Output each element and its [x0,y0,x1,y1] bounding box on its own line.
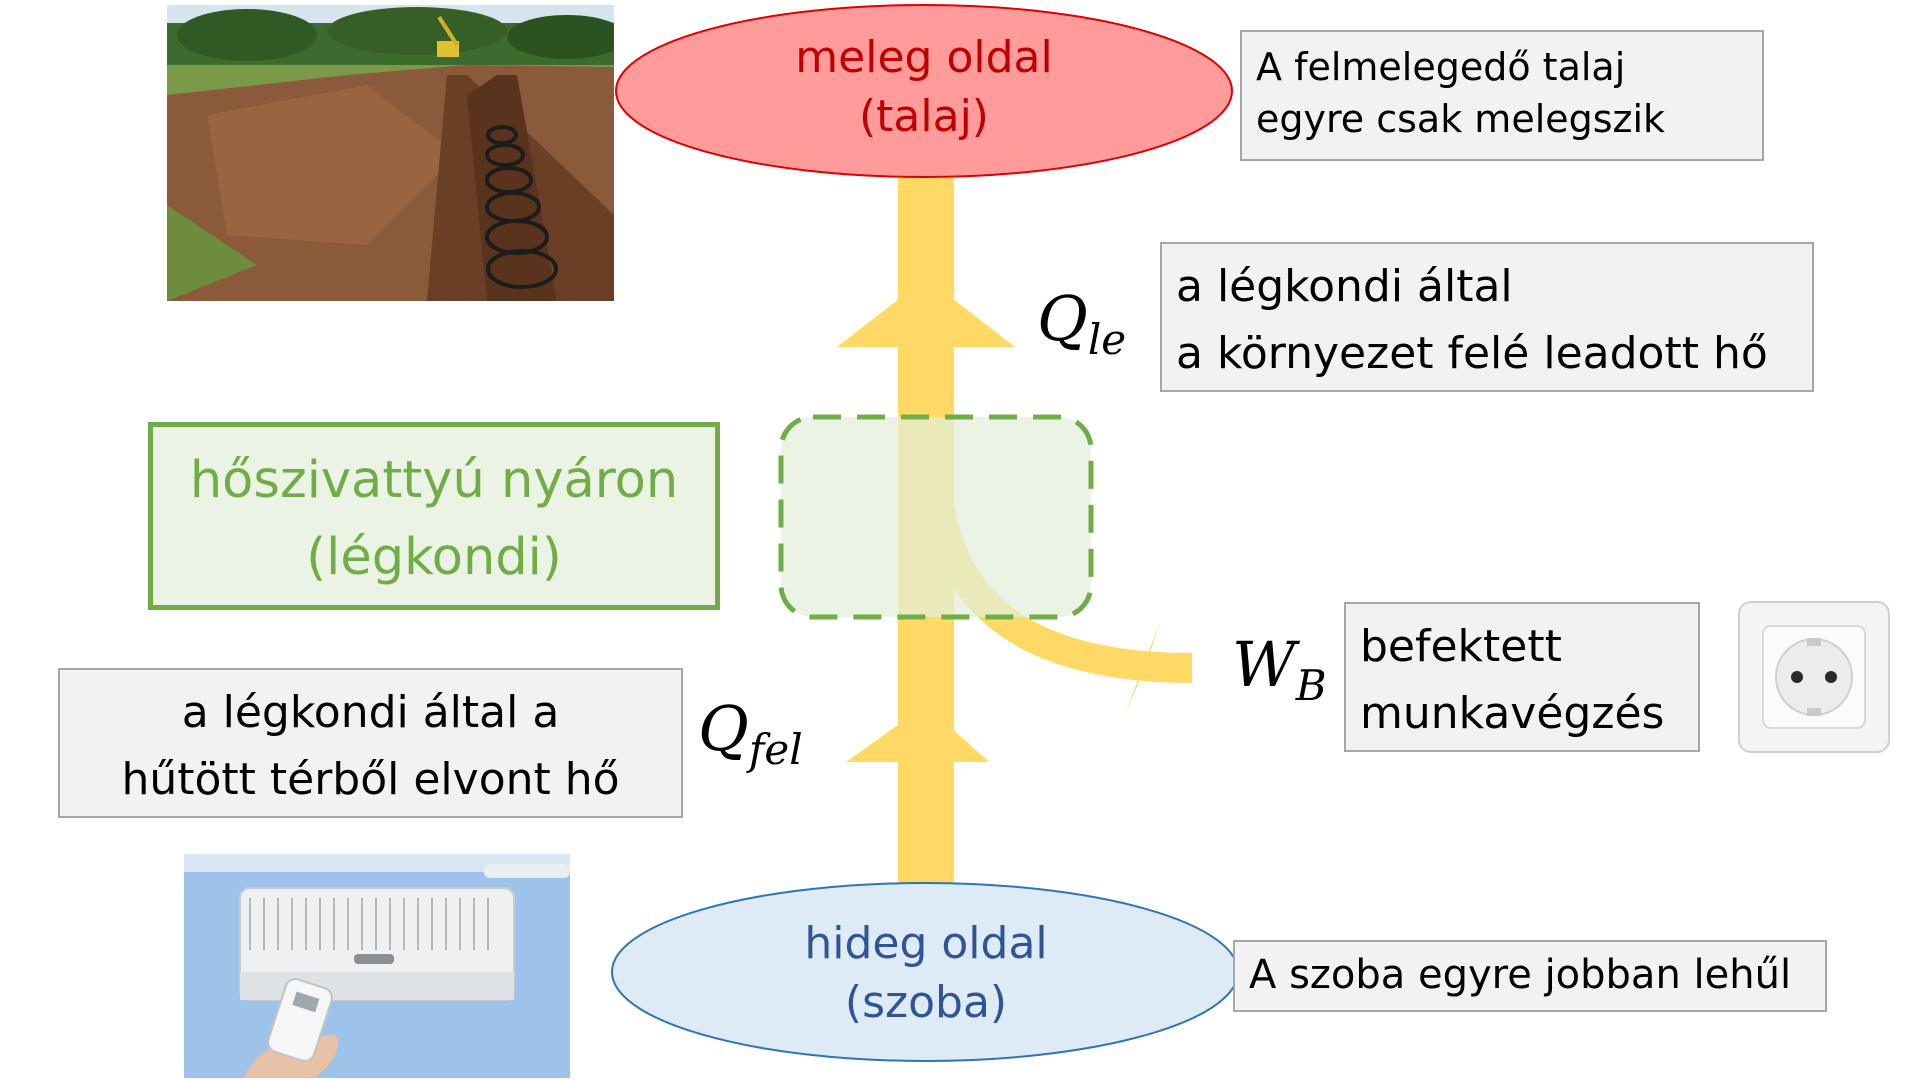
q-le-description-line-2: a környezet felé leadott hő [1176,327,1768,379]
heat-pump-device-box [778,414,1094,620]
q-fel-description-line-1: a légkondi által a [181,687,560,738]
cold-side-note-box: A szoba egyre jobban lehűl [1233,940,1827,1012]
trench-photo [167,5,614,301]
q-fel-description-box: a légkondi által a hűtött térből elvont … [58,668,683,818]
q-le-arrowhead [837,278,1015,347]
cold-side-title: hideg oldal [804,918,1048,969]
q-le-symbol-letter: Q [1037,282,1088,355]
w-b-symbol: WB [1232,628,1327,710]
hot-side-title: meleg oldal [795,32,1053,83]
q-le-description-line-1: a légkondi által [1176,261,1513,312]
w-b-description-line-1: befektett [1360,621,1562,672]
cold-side-label: hideg oldal (szoba) [718,914,1134,1033]
title-line-1: hőszivattyú nyáron [189,451,679,510]
hot-side-ellipse [615,4,1233,178]
work-input-arrowhead [1125,622,1160,714]
air-conditioner-photo [184,854,570,1078]
hot-side-note-line-1: A felmelegedő talaj [1256,45,1626,89]
cold-side-note-text: A szoba egyre jobban lehűl [1249,952,1792,998]
diagram-title-box: hőszivattyú nyáron (légkondi) [148,422,720,610]
title-line-2: (légkondi) [306,527,562,587]
q-le-description-box: a légkondi által a környezet felé leadot… [1160,242,1814,392]
hot-side-note-line-2: egyre csak melegszik [1256,96,1666,141]
w-b-symbol-letter: W [1232,628,1296,701]
q-fel-description-line-2: hűtött térből elvont hő [121,753,620,805]
air-conditioner-illustration [184,854,570,1078]
q-fel-symbol-letter: Q [698,692,749,765]
q-le-symbol-subscript: le [1087,315,1127,364]
hot-side-label: meleg oldal (talaj) [718,28,1130,147]
q-fel-symbol: Qfel [698,692,803,774]
hot-side-note-box: A felmelegedő talaj egyre csak melegszik [1240,30,1764,161]
wall-socket-photo [1737,600,1891,754]
w-b-description-box: befektett munkavégzés [1344,602,1700,752]
w-b-description-line-2: munkavégzés [1360,687,1665,739]
hot-side-subtitle: (talaj) [859,91,989,143]
cold-side-subtitle: (szoba) [844,977,1008,1029]
socket-illustration [1738,601,1890,753]
q-le-symbol: Qle [1037,282,1126,364]
q-fel-arrowhead [846,705,989,762]
trench-photo-illustration [167,5,614,301]
q-fel-symbol-subscript: fel [748,725,803,774]
w-b-symbol-subscript: B [1295,661,1327,710]
